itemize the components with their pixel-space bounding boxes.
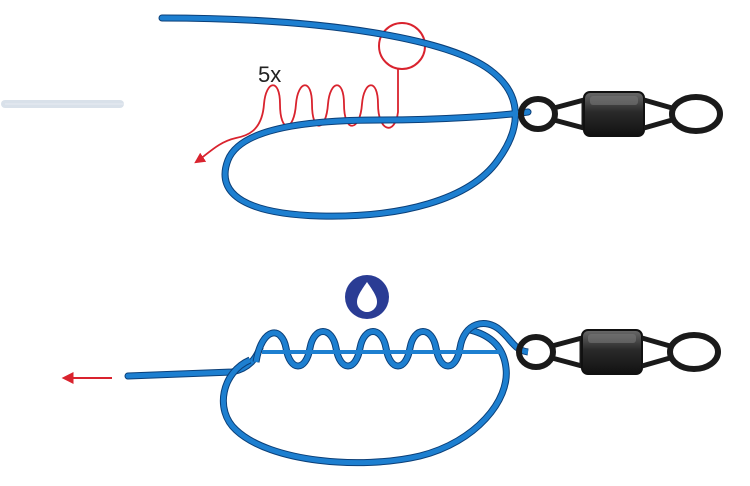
- wrap-count-label: 5x: [258, 62, 281, 87]
- lower-loop: [219, 326, 510, 467]
- water-drop-icon: [345, 275, 389, 319]
- step-2-tightening: [5, 275, 721, 467]
- wrap-coils: [252, 320, 529, 370]
- highlight-circle: [378, 22, 426, 70]
- tag-end-loop: [158, 14, 532, 220]
- swivel-top: [518, 91, 723, 137]
- step-1-threading: 5x: [1, 14, 723, 220]
- wrap-guide-loops: [194, 68, 399, 164]
- swivel-bottom: [516, 329, 721, 375]
